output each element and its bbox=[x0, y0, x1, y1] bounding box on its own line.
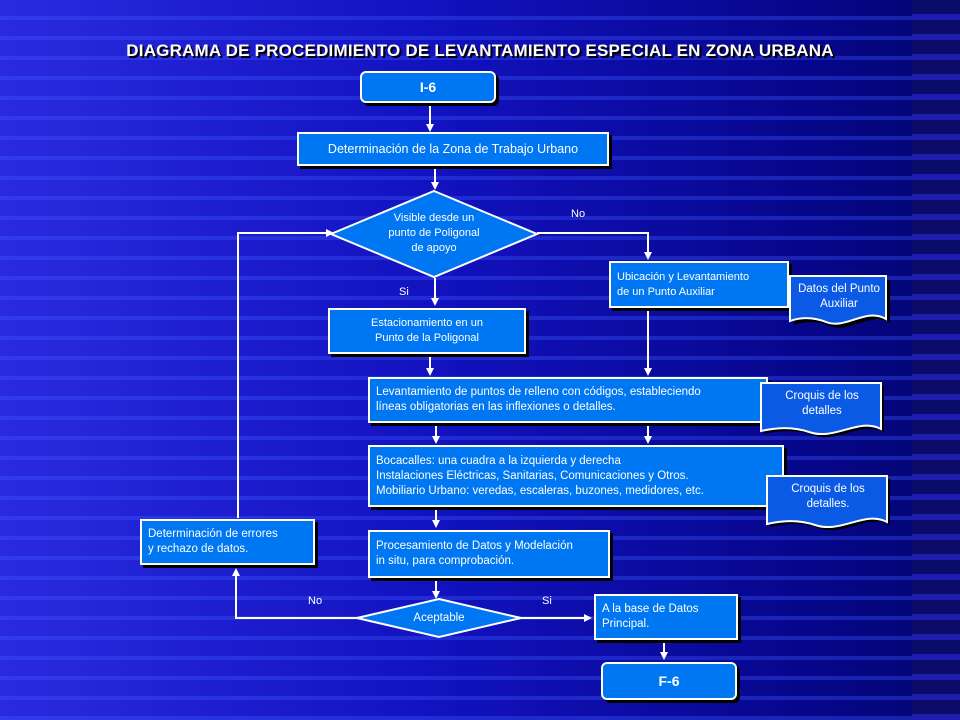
decision-visible-diamond bbox=[328, 189, 540, 279]
process-procesamiento-line-1: Procesamiento de Datos y Modelación bbox=[376, 540, 573, 552]
document-datos-line-2: Auxiliar bbox=[820, 298, 858, 310]
document-datos-shape bbox=[789, 275, 890, 328]
document-croquis-1-shape bbox=[760, 382, 884, 438]
document-datos-punto-auxiliar: Datos del Punto Auxiliar bbox=[788, 274, 890, 330]
process-relleno-line-1: Levantamiento de puntos de relleno con c… bbox=[376, 386, 701, 398]
end-terminator: F-6 bbox=[601, 662, 737, 700]
process-levantamiento-relleno: Levantamiento de puntos de relleno con c… bbox=[368, 377, 768, 423]
process-errores-line-1: Determinación de errores bbox=[148, 528, 278, 540]
decision-visible-text: Visible desde un punto de Poligonal de a… bbox=[354, 211, 514, 256]
diagram-title: DIAGRAMA DE PROCEDIMIENTO DE LEVANTAMIEN… bbox=[126, 41, 834, 60]
process-ubicacion-line-1: Ubicación y Levantamiento bbox=[617, 270, 750, 283]
edge-errores-loop bbox=[237, 229, 334, 518]
document-croquis-2-line-2: detalles. bbox=[806, 498, 850, 510]
process-bocacalles-line-1: Bocacalles: una cuadra a la izquierda y … bbox=[376, 454, 621, 467]
process-base-datos-line-1: A la base de Datos bbox=[602, 603, 699, 615]
background-stripes bbox=[912, 0, 960, 720]
process-ubicacion-line-2: de un Punto Auxiliar bbox=[617, 285, 715, 298]
process-procesamiento: Procesamiento de Datos y Modelación in s… bbox=[368, 530, 610, 578]
decision-visible-line-2: punto de Poligonal bbox=[388, 227, 480, 239]
edge-label-visible-si: Si bbox=[399, 286, 409, 298]
process-estacionamiento-line-2: Punto de la Poligonal bbox=[375, 332, 479, 344]
decision-visible-line-3: de apoyo bbox=[411, 242, 457, 254]
document-croquis-1-line-1: Croquis de los bbox=[785, 390, 859, 402]
edge-label-aceptable-si: Si bbox=[542, 595, 552, 607]
edge-decision-no bbox=[537, 232, 652, 260]
document-datos-line-1: Datos del Punto bbox=[798, 283, 880, 295]
edge-label-aceptable-no: No bbox=[308, 595, 323, 607]
process-bocacalles-line-2: Instalaciones Eléctricas, Sanitarias, Co… bbox=[376, 469, 689, 482]
end-label: F-6 bbox=[658, 672, 680, 689]
document-croquis-1-line-2: detalles bbox=[802, 405, 842, 417]
process-procesamiento-line-2: in situ, para comprobación. bbox=[376, 555, 515, 567]
process-estacionamiento-line-1: Estacionamiento en un bbox=[371, 317, 483, 329]
process-relleno-line-2: líneas obligatorias en las inflexiones o… bbox=[376, 401, 616, 413]
process-determinacion-errores: Determinación de errores y rechazo de da… bbox=[140, 519, 315, 565]
document-croquis-2-shape bbox=[766, 475, 890, 531]
document-croquis-2-line-1: Croquis de los bbox=[791, 483, 865, 495]
start-terminator: I-6 bbox=[360, 71, 496, 103]
decision-visible-line-1: Visible desde un bbox=[393, 212, 475, 224]
decision-aceptable-diamond bbox=[356, 597, 522, 639]
process-estacionamiento: Estacionamiento en un Punto de la Poligo… bbox=[328, 308, 526, 354]
process-errores-line-2: y rechazo de datos. bbox=[148, 543, 249, 555]
process-determinacion-zona: Determinación de la Zona de Trabajo Urba… bbox=[297, 132, 609, 166]
process-determinacion-zona-text: Determinación de la Zona de Trabajo Urba… bbox=[327, 141, 579, 156]
process-base-datos-line-2: Principal. bbox=[602, 618, 650, 630]
decision-aceptable-text: Aceptable bbox=[413, 612, 465, 624]
edge-label-visible-no: No bbox=[571, 208, 586, 220]
start-label: I-6 bbox=[419, 78, 437, 95]
document-croquis-1: Croquis de los detalles bbox=[759, 381, 885, 439]
edge-aceptable-no bbox=[232, 568, 358, 619]
process-bocacalles-line-3: Mobiliario Urbano: veredas, escaleras, b… bbox=[376, 484, 704, 497]
process-ubicacion-auxiliar: Ubicación y Levantamiento de un Punto Au… bbox=[609, 261, 789, 308]
process-bocacalles: Bocacalles: una cuadra a la izquierda y … bbox=[368, 445, 784, 507]
document-croquis-2: Croquis de los detalles. bbox=[765, 474, 891, 532]
process-base-datos: A la base de Datos Principal. bbox=[594, 594, 738, 640]
